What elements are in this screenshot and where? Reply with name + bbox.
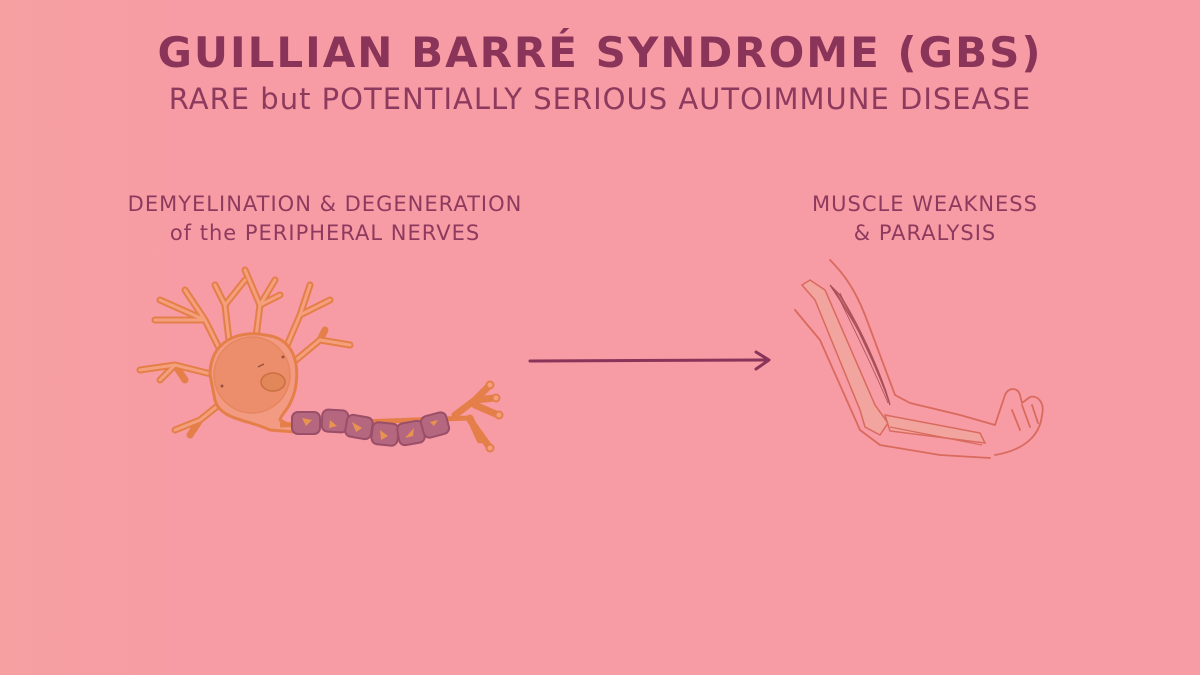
- right-arrow-icon: [528, 350, 771, 371]
- demyelination-label: DEMYELINATION & DEGENERATION of the PERI…: [105, 190, 545, 248]
- muscle-weakness-label-line1: MUSCLE WEAKNESS: [812, 192, 1038, 216]
- slide-title: GUILLIAN BARRÉ SYNDROME (GBS): [157, 28, 1043, 77]
- muscle-weakness-label: MUSCLE WEAKNESS & PARALYSIS: [780, 190, 1070, 248]
- arm-muscle-icon: [794, 259, 1044, 459]
- slide-subtitle: RARE but POTENTIALLY SERIOUS AUTOIMMUNE …: [168, 82, 1032, 116]
- neuron-with-damaged-myelin-icon: [136, 266, 504, 453]
- demyelination-label-line2: of the PERIPHERAL NERVES: [169, 221, 481, 245]
- demyelination-label-line1: DEMYELINATION & DEGENERATION: [127, 192, 523, 216]
- muscle-weakness-label-line2: & PARALYSIS: [853, 221, 997, 245]
